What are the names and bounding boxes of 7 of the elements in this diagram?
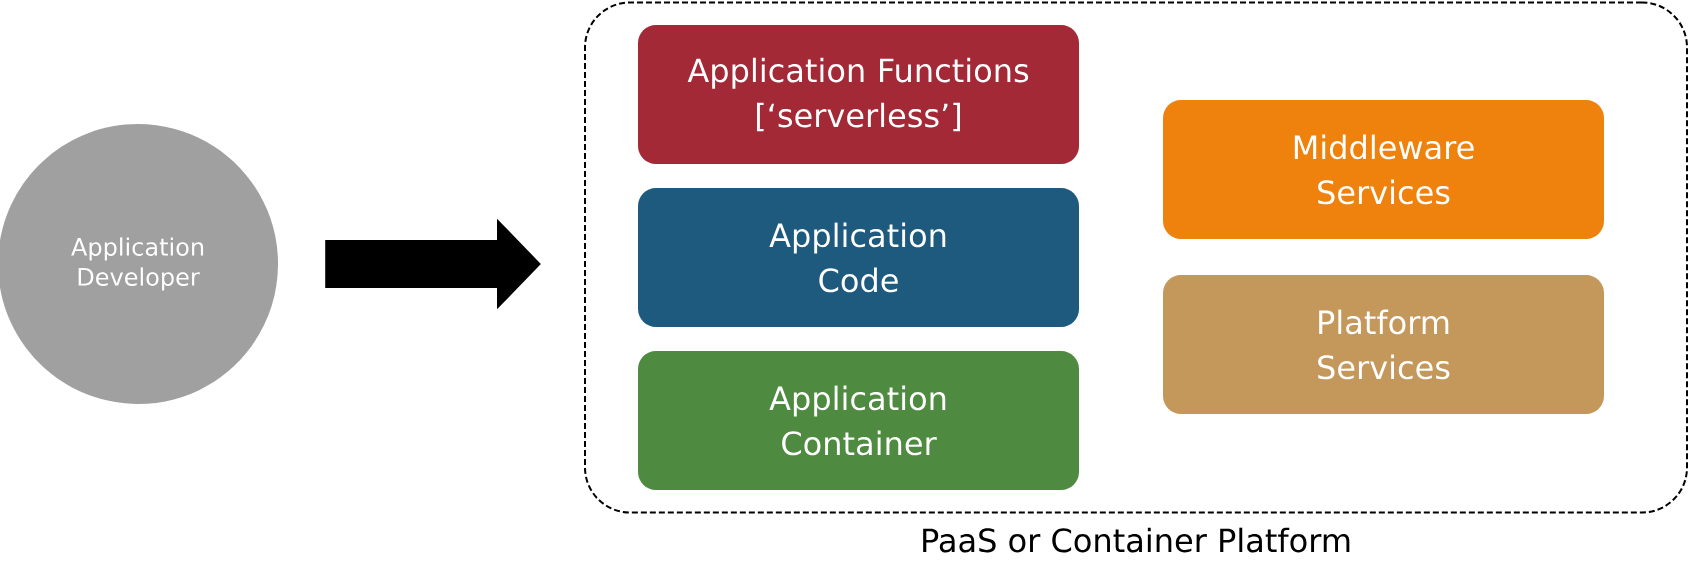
service-box: Middleware Services bbox=[1163, 100, 1604, 239]
service-box: Application Code bbox=[638, 188, 1079, 327]
service-box: Application Container bbox=[638, 351, 1079, 490]
container-caption: PaaS or Container Platform bbox=[923, 527, 1350, 553]
service-box: Platform Services bbox=[1163, 275, 1604, 414]
platform-container bbox=[584, 1, 1688, 514]
service-box: Application Functions [‘serverless’] bbox=[638, 25, 1079, 164]
